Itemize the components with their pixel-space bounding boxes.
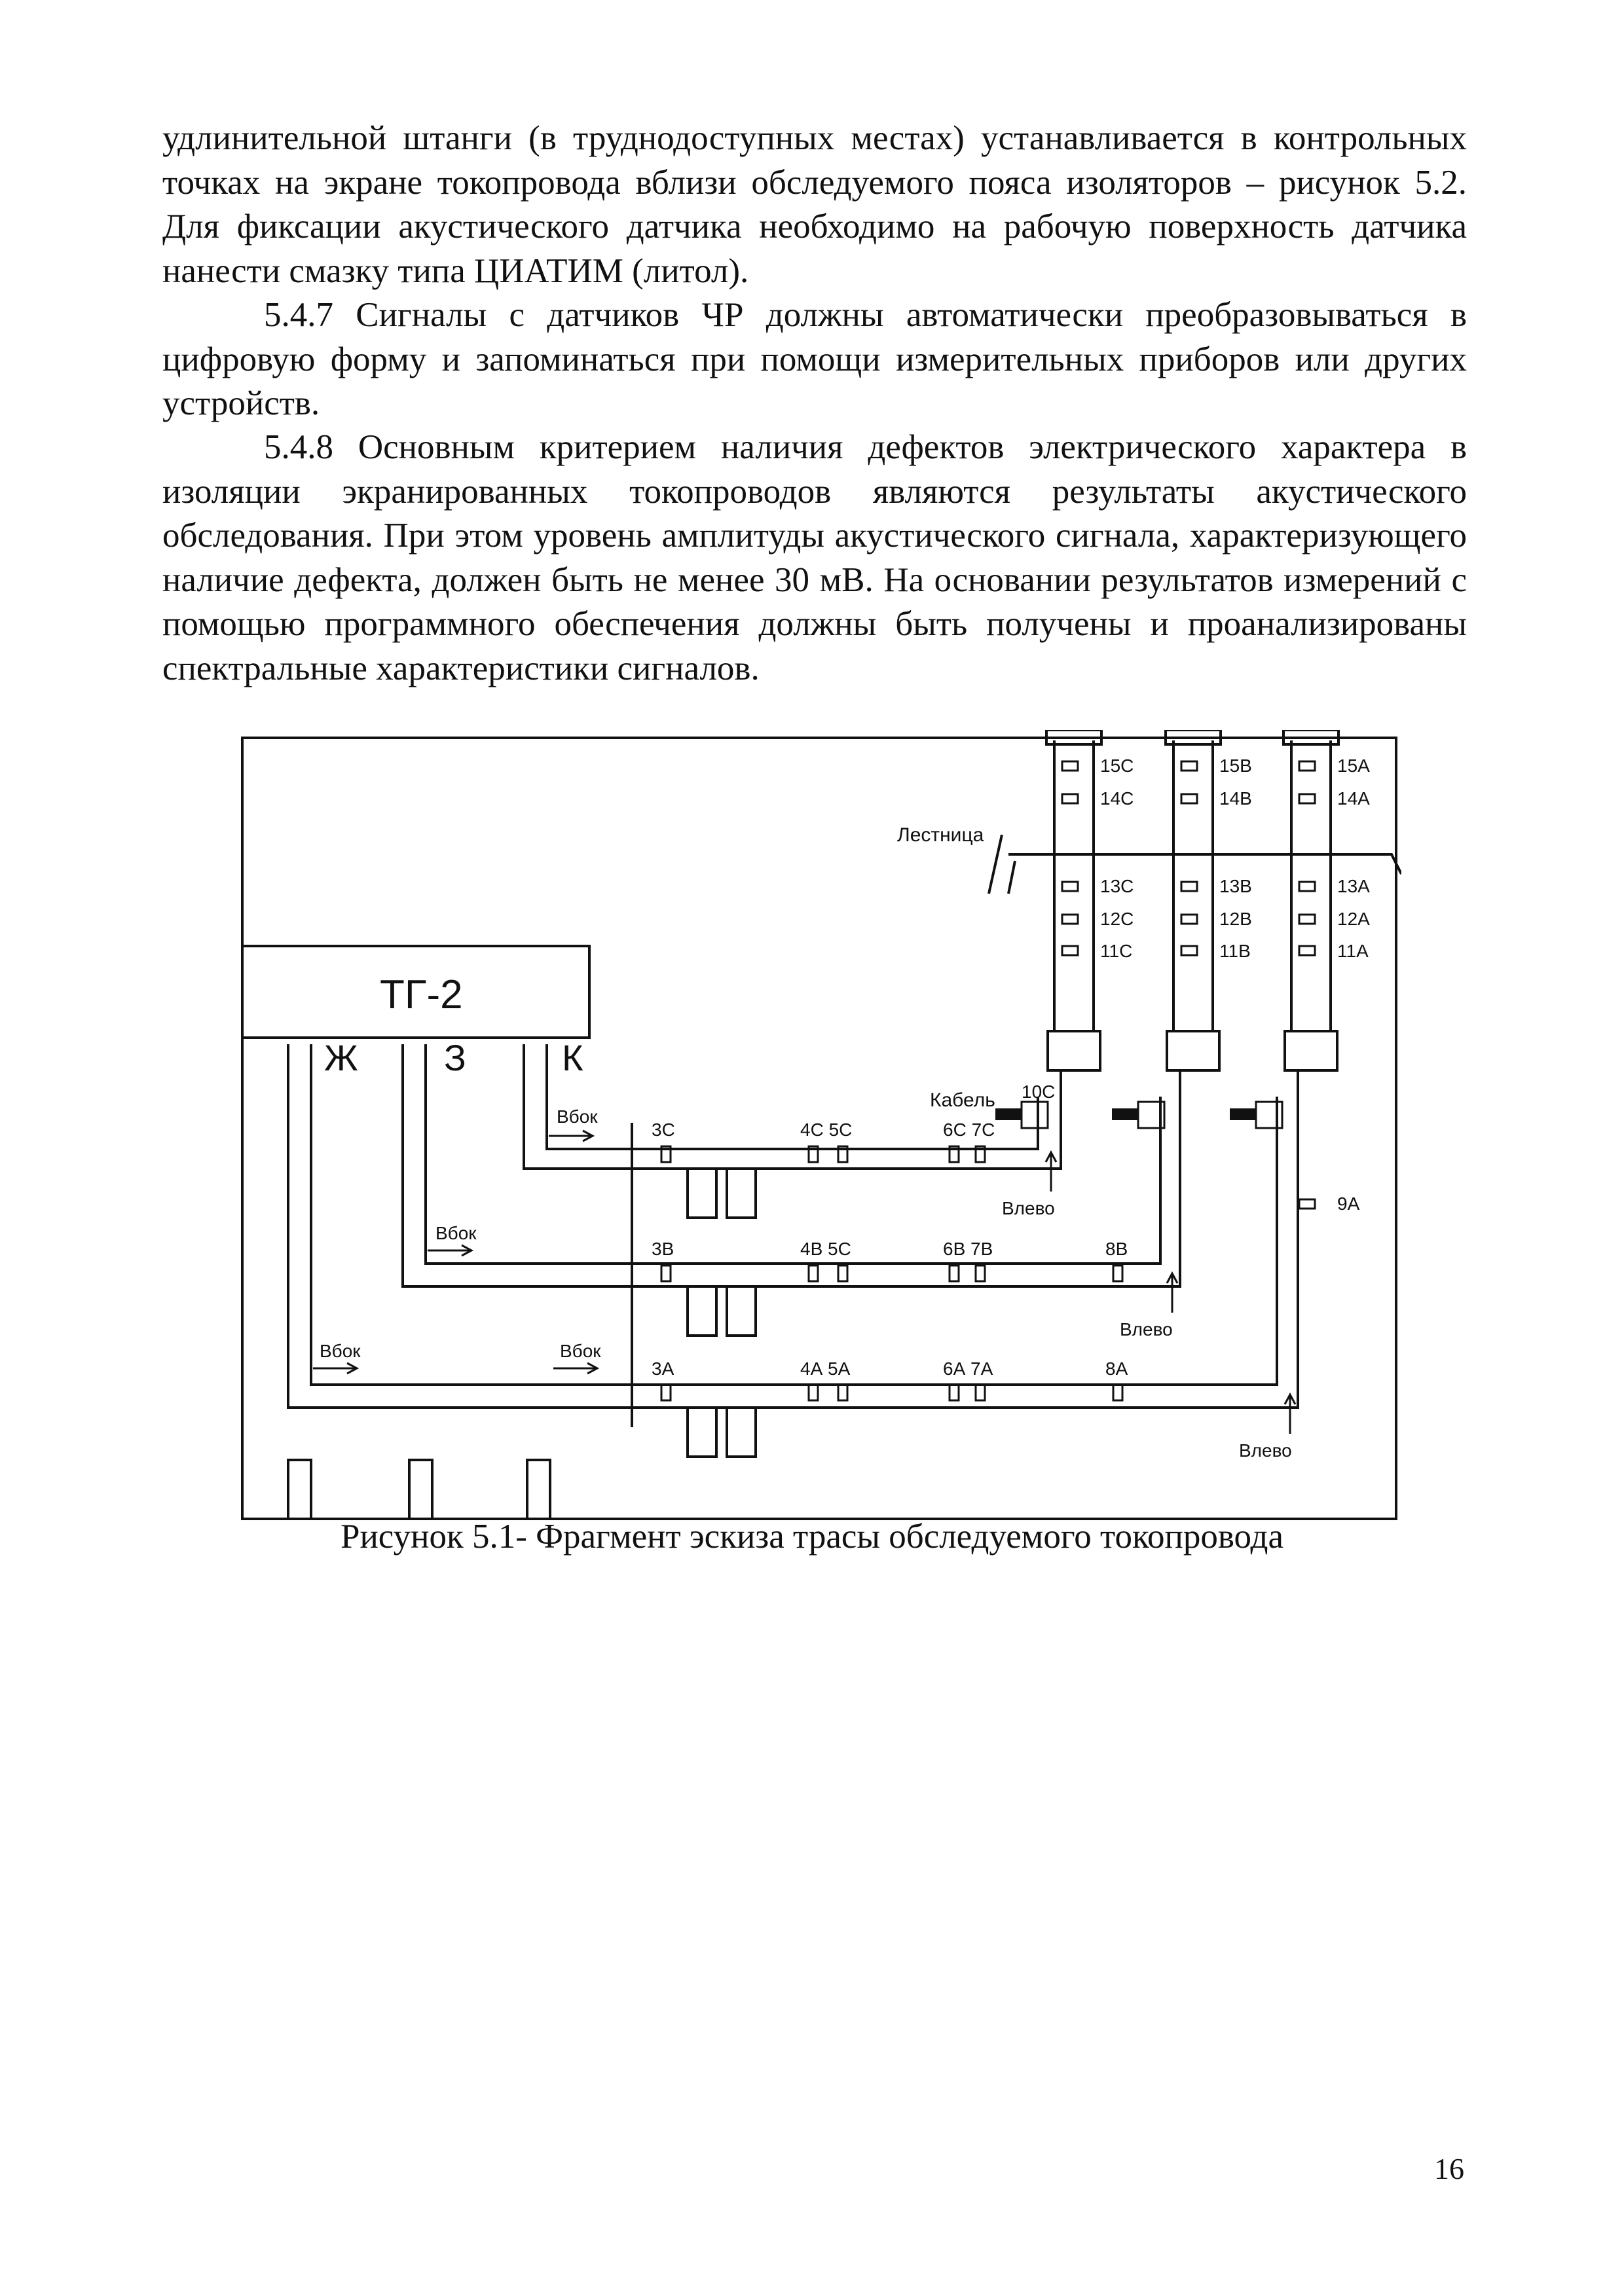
point-15a: 15А	[1337, 756, 1370, 776]
phase-label-z: З	[444, 1037, 466, 1078]
label-vlevo-c: Влево	[1002, 1198, 1055, 1218]
label-bbok-c: Вбок	[557, 1106, 598, 1127]
point-13a: 13А	[1337, 876, 1370, 896]
point-12c: 12С	[1100, 909, 1134, 929]
point-4b5c: 4В 5С	[800, 1239, 851, 1259]
transformer-label: ТГ-2	[380, 972, 463, 1017]
point-15b: 15В	[1219, 756, 1252, 776]
arrow-a-side2	[553, 1362, 600, 1375]
point-14a: 14А	[1337, 788, 1370, 809]
figure-frame	[241, 737, 1397, 1520]
point-8b: 8В	[1105, 1239, 1128, 1259]
label-bbok-a2: Вбок	[560, 1341, 601, 1361]
point-12a: 12А	[1337, 909, 1370, 929]
label-vlevo-a: Влево	[1239, 1440, 1292, 1461]
point-11b: 11В	[1219, 941, 1251, 961]
point-8a: 8А	[1105, 1358, 1128, 1379]
point-3b: 3В	[652, 1239, 674, 1259]
point-6a7a: 6А 7А	[943, 1358, 993, 1379]
point-4a5a: 4А 5А	[800, 1358, 851, 1379]
point-6c7c: 6С 7С	[943, 1120, 995, 1140]
phase-label-zh: Ж	[324, 1037, 358, 1078]
figure-caption: Рисунок 5.1- Фрагмент эскиза трасы обсле…	[340, 1518, 1284, 1556]
arrow-b-left	[1166, 1271, 1179, 1313]
point-14b: 14В	[1219, 788, 1252, 809]
point-15c: 15С	[1100, 756, 1134, 776]
paragraph-5-4-7: 5.4.7 Сигналы с датчиков ЧР должны автом…	[162, 296, 1467, 422]
riser-c	[1053, 740, 1095, 1031]
phase-label-k: К	[562, 1037, 583, 1078]
paragraph-5-4-8: 5.4.8 Основным критерием наличия дефекто…	[162, 428, 1467, 687]
route-sketch-figure: ТГ-2 Ж З К Лестница Кабель Вбок Вбок Вбо…	[241, 730, 1401, 1520]
page-number: 16	[1434, 2152, 1464, 2185]
bus-c	[523, 1044, 1062, 1170]
arrow-a-side1	[313, 1362, 360, 1375]
ladder-label: Лестница	[897, 824, 984, 846]
point-12b: 12В	[1219, 909, 1252, 929]
bus-a	[287, 1044, 1299, 1409]
point-4c5c: 4С 5С	[800, 1120, 852, 1140]
point-14c: 14С	[1100, 788, 1134, 809]
label-vlevo-b: Влево	[1120, 1319, 1173, 1339]
point-13b: 13В	[1219, 876, 1252, 896]
transformer-box	[241, 945, 591, 1039]
label-bbok-b: Вбок	[435, 1223, 477, 1243]
point-9a: 9А	[1337, 1194, 1360, 1214]
cable-label: Кабель	[930, 1089, 995, 1111]
riser-a	[1290, 740, 1332, 1031]
paragraph-continuation: удлинительной штанги (в труднодоступных …	[162, 119, 1467, 290]
point-3c: 3С	[652, 1120, 675, 1140]
ladder-line	[987, 834, 1401, 894]
point-11c: 11С	[1100, 941, 1132, 961]
arrow-b-side	[428, 1244, 474, 1257]
bus-b	[401, 1044, 1181, 1288]
point-3a: 3А	[652, 1358, 674, 1379]
point-11a: 11А	[1337, 941, 1369, 961]
label-bbok-a1: Вбок	[320, 1341, 361, 1361]
point-10c: 10С	[1022, 1082, 1055, 1102]
arrow-c-side	[549, 1129, 595, 1142]
point-13c: 13С	[1100, 876, 1134, 896]
arrow-c-left	[1044, 1150, 1058, 1192]
arrow-a-left	[1283, 1392, 1297, 1434]
point-6b7b: 6В 7В	[943, 1239, 993, 1259]
riser-b	[1172, 740, 1214, 1031]
